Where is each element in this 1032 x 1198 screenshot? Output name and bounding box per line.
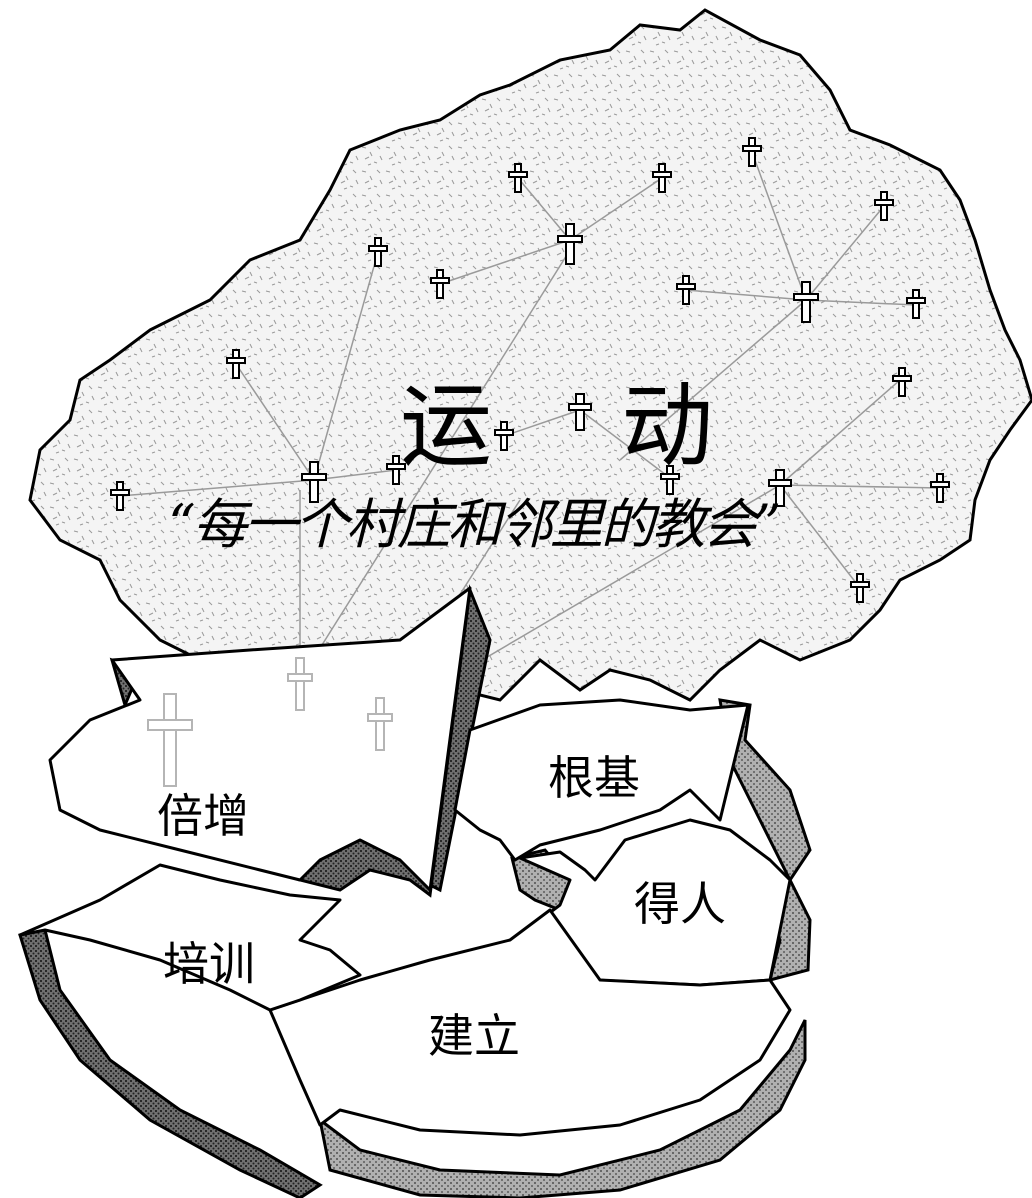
cross-icon [568, 393, 592, 431]
training-arrow-side [18, 928, 323, 1198]
cross-icon [287, 657, 313, 711]
cycle-arrows [18, 586, 792, 1137]
cross-icon [386, 455, 406, 485]
faint-crosses [147, 657, 393, 787]
cross-icon [652, 163, 672, 193]
cross-icon [110, 481, 130, 511]
cross-icon [906, 289, 926, 319]
cross-icon [850, 573, 870, 603]
cross-icon [147, 693, 193, 787]
cycle-step-foundation-label: 根基 [548, 751, 640, 805]
training-arrow [18, 863, 362, 1012]
cross-icon [494, 421, 514, 451]
cross-icon [368, 237, 388, 267]
cross-icon [892, 367, 912, 397]
building-arrow [268, 908, 792, 1137]
foundation-arrow [453, 698, 750, 862]
building-arrow-side [317, 1019, 807, 1198]
cross-icon [557, 223, 583, 265]
cross-icon [660, 465, 680, 495]
cross-icon [367, 697, 393, 751]
cross-icon [793, 281, 819, 323]
multiply-arrow [48, 586, 472, 892]
cross-icon [930, 473, 950, 503]
cross-icon [430, 269, 450, 299]
cross-icon [874, 191, 894, 221]
diagram-subtitle: “每一个村庄和邻里的教会” [168, 493, 781, 556]
cross-icon [226, 349, 246, 379]
cycle-step-training-label: 培训 [163, 937, 255, 991]
cycle-step-winning-label: 得人 [634, 877, 726, 931]
diagram-title: 运 动 [400, 373, 764, 480]
cross-icon [676, 275, 696, 305]
cross-icon [768, 469, 792, 507]
cross-icon [742, 137, 762, 167]
church-crosses [110, 137, 950, 603]
cross-icon [301, 461, 327, 503]
cycle-step-multiply-label: 倍增 [157, 789, 249, 843]
foundation-arrow-side [718, 698, 812, 883]
cross-icon [508, 163, 528, 193]
cycle-step-building-label: 建立 [428, 1009, 520, 1063]
